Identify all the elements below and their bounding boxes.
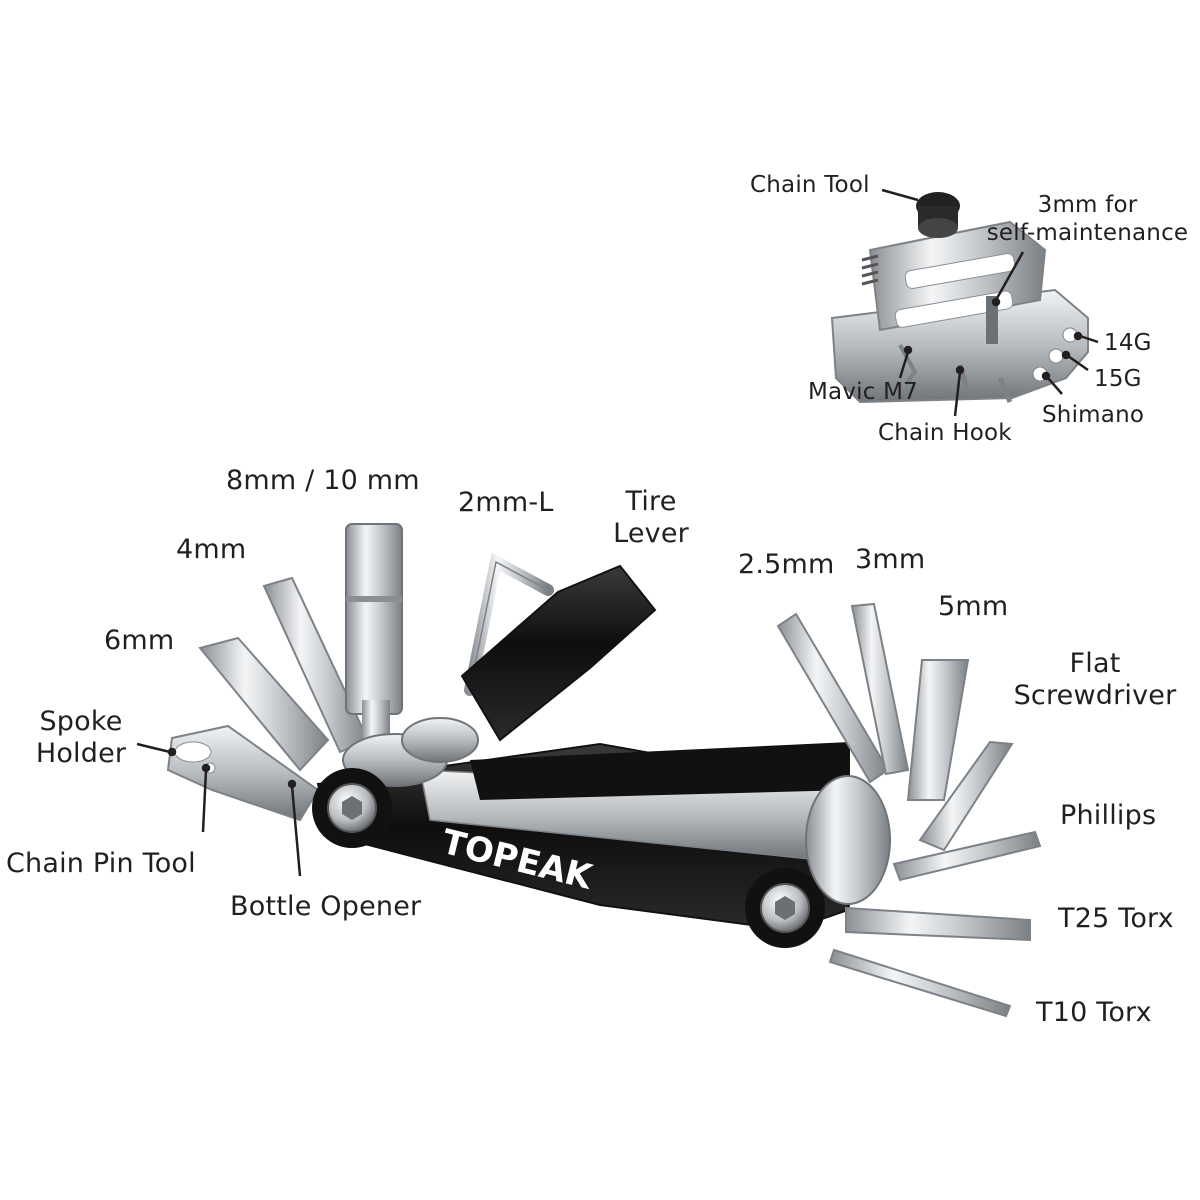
chain-tool-part xyxy=(830,192,1089,404)
self-maintenance-line1: 3mm for xyxy=(1037,192,1138,218)
phillips-label: Phillips xyxy=(1060,800,1157,831)
t25-torx-label: T25 Torx xyxy=(1058,903,1174,934)
6mm-label: 6mm xyxy=(104,625,175,656)
mavic-m7-label: Mavic M7 xyxy=(808,379,918,405)
chain-hook-label: Chain Hook xyxy=(878,420,1012,446)
g15-label: 15G xyxy=(1094,366,1142,392)
flat-screwdriver-label: Flat Screwdriver xyxy=(1000,648,1190,713)
self-maintenance-line2: self-maintenance xyxy=(986,219,1189,246)
8mm-10mm-label: 8mm / 10 mm xyxy=(226,465,420,496)
flat-screwdriver-line2: Screwdriver xyxy=(1013,680,1177,712)
shimano-label: Shimano xyxy=(1042,402,1145,428)
spoke-holder-line1: Spoke xyxy=(39,706,123,737)
flat-screwdriver-line1: Flat xyxy=(1069,648,1121,679)
bottle-opener-label: Bottle Opener xyxy=(230,891,422,922)
main-tool-leaders xyxy=(136,742,302,877)
chain-tool-label: Chain Tool xyxy=(750,172,870,198)
right-tool-fan xyxy=(776,602,1042,1018)
2-5mm-label: 2.5mm xyxy=(738,549,835,580)
3mm-label: 3mm xyxy=(855,544,926,575)
chain-pin-tool-label: Chain Pin Tool xyxy=(6,848,196,879)
left-tool-fan xyxy=(166,523,657,822)
tool-body: TOPEAK xyxy=(312,717,891,948)
t10-torx-label: T10 Torx xyxy=(1036,997,1152,1028)
spoke-holder-label: Spoke Holder xyxy=(28,706,134,771)
tire-lever-label: Tire Lever xyxy=(596,486,706,551)
2mm-l-label: 2mm-L xyxy=(458,487,554,518)
4mm-label: 4mm xyxy=(176,534,247,565)
spoke-holder-line2: Holder xyxy=(35,738,127,770)
5mm-label: 5mm xyxy=(938,591,1009,622)
tire-lever-line1: Tire xyxy=(625,486,677,517)
g14-label: 14G xyxy=(1104,330,1152,356)
chain-tool-leaders xyxy=(881,188,1099,417)
tire-lever-line2: Lever xyxy=(613,518,689,550)
self-maintenance-label: 3mm for self-maintenance xyxy=(980,192,1195,247)
